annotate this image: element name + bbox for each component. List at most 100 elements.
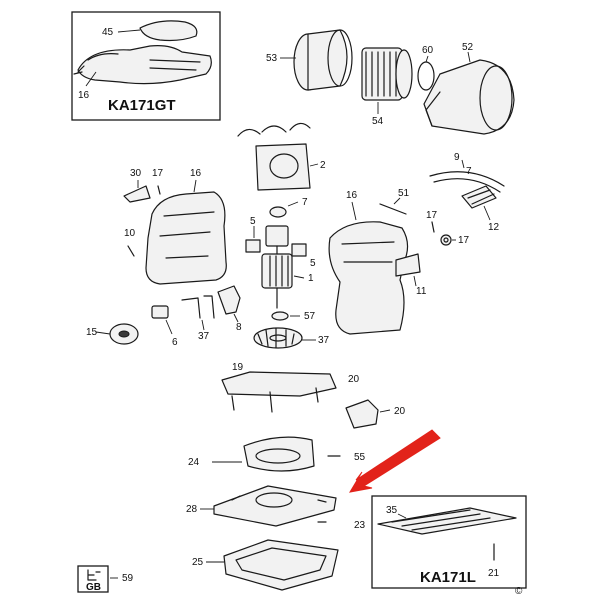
kit-label-ka171gt: KA171GT	[108, 97, 176, 114]
callout-20a: 19	[232, 362, 244, 373]
callout-28: 24	[188, 457, 200, 468]
red-arrow-indicator	[349, 429, 441, 493]
callout-52: 52	[462, 42, 474, 53]
part-18-bearing	[269, 206, 287, 218]
part-15-button	[109, 323, 139, 345]
callout-6: 6	[172, 337, 178, 348]
copyright-symbol: ©	[515, 586, 523, 597]
leader-15	[95, 331, 111, 335]
part-45-cap	[139, 20, 198, 42]
part-35-sheet	[377, 507, 517, 535]
callout-16c: 16	[346, 190, 358, 201]
part-17c-screw	[431, 221, 435, 233]
leader-16b	[193, 179, 197, 193]
part-17b-screw	[127, 245, 135, 257]
callout-1: 1	[308, 273, 314, 284]
callout-5a: 5	[250, 216, 256, 227]
callout-2: 2	[320, 160, 326, 171]
part-20-frames	[221, 371, 337, 413]
callout-37: 37	[198, 331, 210, 342]
part-23-platen	[213, 485, 337, 527]
part-16b-housing-left	[145, 191, 227, 285]
leader-1	[293, 275, 305, 279]
leader-52	[467, 51, 471, 63]
part-10-clip	[440, 234, 452, 246]
callout-30: 30	[130, 168, 142, 179]
callout-36: 21	[488, 568, 500, 579]
part-60-oring	[417, 61, 435, 91]
part-37-terminals	[181, 295, 215, 319]
leader-11	[413, 275, 417, 287]
leader-16c	[351, 201, 357, 221]
leader-2	[309, 163, 319, 167]
part-12-grommet	[461, 185, 497, 209]
part-53-dust-cup	[293, 29, 353, 91]
part-5b-brush	[291, 243, 307, 257]
callout-53: 53	[266, 53, 278, 64]
callout-45: 45	[102, 27, 114, 38]
callout-17c: 17	[426, 210, 438, 221]
kit-box-ka171l	[371, 495, 527, 589]
callout-24: 55	[354, 452, 366, 463]
part-30-label-plate	[123, 185, 151, 203]
region-code: GB	[86, 582, 101, 593]
callout-18: 7	[302, 197, 308, 208]
part-9-cable	[429, 171, 505, 193]
callout-17a: 17	[152, 168, 164, 179]
callout-57: 57	[304, 311, 316, 322]
callout-15: 15	[86, 327, 98, 338]
leader-12	[483, 205, 491, 221]
plug-icon	[87, 569, 101, 581]
callout-51: 51	[398, 188, 410, 199]
part-17a-screw	[157, 185, 161, 195]
callout-12: 12	[488, 222, 500, 233]
leader-60	[425, 55, 429, 63]
leader-45	[117, 29, 141, 33]
callout-10: 17	[458, 235, 470, 246]
callout-9: 9	[454, 152, 460, 163]
part-6-connector	[151, 305, 169, 319]
callout-20b: 20	[348, 374, 360, 385]
leader-8	[233, 313, 239, 323]
part-2-field-coil	[237, 122, 311, 191]
leader-6	[165, 319, 173, 335]
part-11-plate	[395, 253, 421, 277]
part-54-filter	[361, 47, 413, 101]
leader-55	[379, 409, 391, 413]
part-5a-brush	[245, 239, 261, 253]
part-52-canister-housing	[423, 59, 515, 135]
kit-label-ka171l: KA171L	[420, 569, 476, 586]
part-21-pad	[223, 539, 339, 591]
part-55-bracket	[345, 399, 379, 429]
kit-box-ka171gt	[71, 11, 221, 121]
leader-16a	[85, 71, 97, 87]
part-28-shroud	[243, 436, 315, 472]
part-51-pin	[379, 203, 407, 215]
region-badge-box	[77, 565, 109, 593]
callout-7: 7	[466, 166, 472, 177]
leader-9	[461, 159, 465, 169]
callout-23: 28	[186, 504, 198, 515]
callout-21: 25	[192, 557, 204, 568]
leader-18	[287, 201, 299, 207]
callout-19: 37	[318, 335, 330, 346]
callout-17b: 10	[124, 228, 136, 239]
kit-ka171gt-sander-sketch	[73, 20, 212, 85]
leader-51	[393, 197, 401, 205]
part-8-switch	[217, 285, 241, 315]
callout-11: 11	[416, 286, 427, 297]
callout-59: 59	[122, 573, 134, 584]
callout-60: 60	[422, 45, 434, 56]
callout-16b: 16	[190, 168, 202, 179]
callout-55: 20	[394, 406, 406, 417]
part-16c-housing-right	[328, 221, 409, 335]
callout-16a: 16	[78, 90, 90, 101]
callout-8: 8	[236, 322, 242, 333]
callout-5b: 5	[310, 258, 316, 269]
part-19-fan	[253, 327, 303, 349]
part-1-armature	[261, 225, 293, 309]
leader-35	[397, 513, 407, 519]
callout-35: 35	[386, 505, 398, 516]
